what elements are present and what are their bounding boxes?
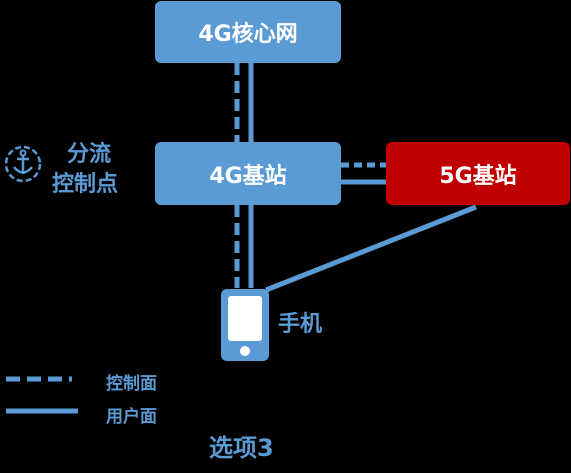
legend-control-label: 控制面 [106, 374, 157, 394]
bs5g-phone-user-line [265, 204, 477, 293]
4g-base-station-label: 4G基站 [209, 163, 287, 189]
phone-icon [221, 289, 269, 361]
anchor-icon [4, 145, 42, 183]
4g-base-station-node: 4G基站 [155, 142, 341, 205]
core-network-label: 4G核心网 [198, 22, 298, 47]
split-point-line2: 控制点 [52, 172, 119, 197]
diagram-caption: 选项3 [209, 434, 274, 462]
legend-user-label: 用户面 [106, 407, 157, 427]
split-point-line1: 分流 [67, 142, 112, 167]
5g-base-station-label: 5G基站 [439, 163, 517, 189]
core-network-node: 4G核心网 [155, 1, 341, 63]
5g-base-station-node: 5G基站 [386, 142, 570, 205]
phone-label: 手机 [278, 312, 323, 337]
